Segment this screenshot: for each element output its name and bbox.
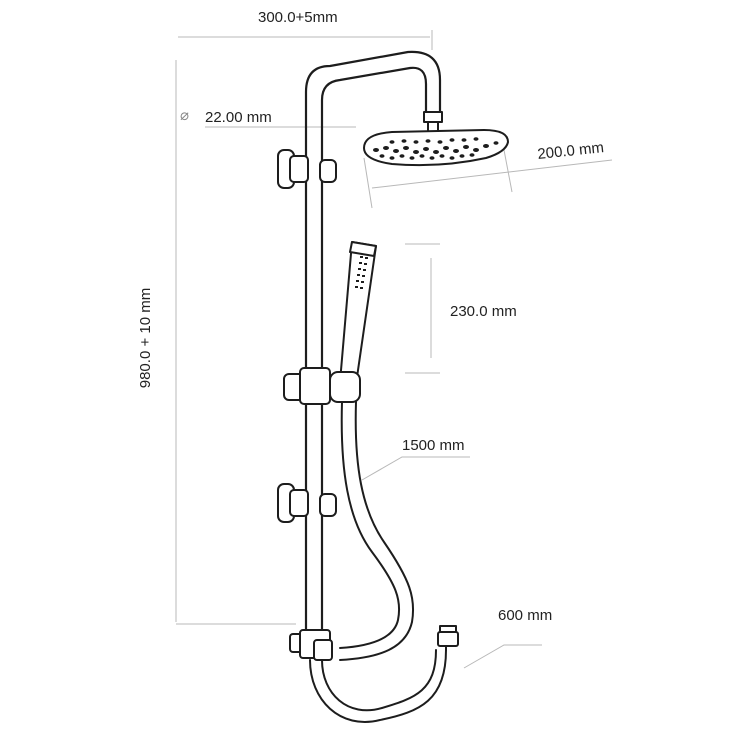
head-diameter-label: 200.0 mm xyxy=(537,139,605,163)
hand-shower-body xyxy=(339,241,377,385)
inlet-hose-length-label: 600 mm xyxy=(498,607,552,624)
overhead-shower-head xyxy=(363,111,509,167)
pipe-diameter-label: 22.00 mm xyxy=(205,109,272,126)
arm-width-label: 300.0+5mm xyxy=(258,9,338,26)
diverter-valve xyxy=(289,629,333,661)
hand-shower-face xyxy=(349,241,377,257)
diverter-outlet xyxy=(313,639,333,661)
slider-cradle xyxy=(329,371,361,403)
diameter-symbol: ⌀ xyxy=(180,107,189,124)
hand-shower-length-label: 230.0 mm xyxy=(450,303,517,320)
head-connector-nut xyxy=(423,111,443,123)
inlet-hose-leader xyxy=(463,644,542,669)
lower-wall-bracket xyxy=(277,483,337,523)
shower-head-nozzles xyxy=(373,137,499,160)
dimension-labels: 300.0+5mm ⌀ 22.00 mm 200.0 mm 980.0 + 10… xyxy=(137,9,605,624)
upper-bracket-clip xyxy=(319,159,337,183)
inlet-hose-nut xyxy=(437,631,459,647)
upper-bracket-collar xyxy=(289,155,309,183)
inlet-hose xyxy=(309,625,459,723)
upper-wall-bracket xyxy=(277,149,337,189)
slider-holder xyxy=(283,367,361,405)
hose-length-label: 1500 mm xyxy=(402,437,465,454)
head-diameter-dimension-line xyxy=(371,159,613,189)
lower-bracket-clip xyxy=(319,493,337,517)
hose-length-leader xyxy=(361,456,470,481)
shower-hose xyxy=(339,401,415,661)
hand-shower-nozzles xyxy=(355,256,368,289)
lower-bracket-collar xyxy=(289,489,309,517)
riser-column xyxy=(304,50,442,642)
hand-shower xyxy=(339,241,377,385)
column-height-label: 980.0 + 10 mm xyxy=(137,288,154,388)
head-diameter-tick-left xyxy=(363,157,373,209)
dimension-lines xyxy=(175,30,613,669)
head-diameter-tick-right xyxy=(503,149,513,193)
slider-clamp xyxy=(299,367,331,405)
